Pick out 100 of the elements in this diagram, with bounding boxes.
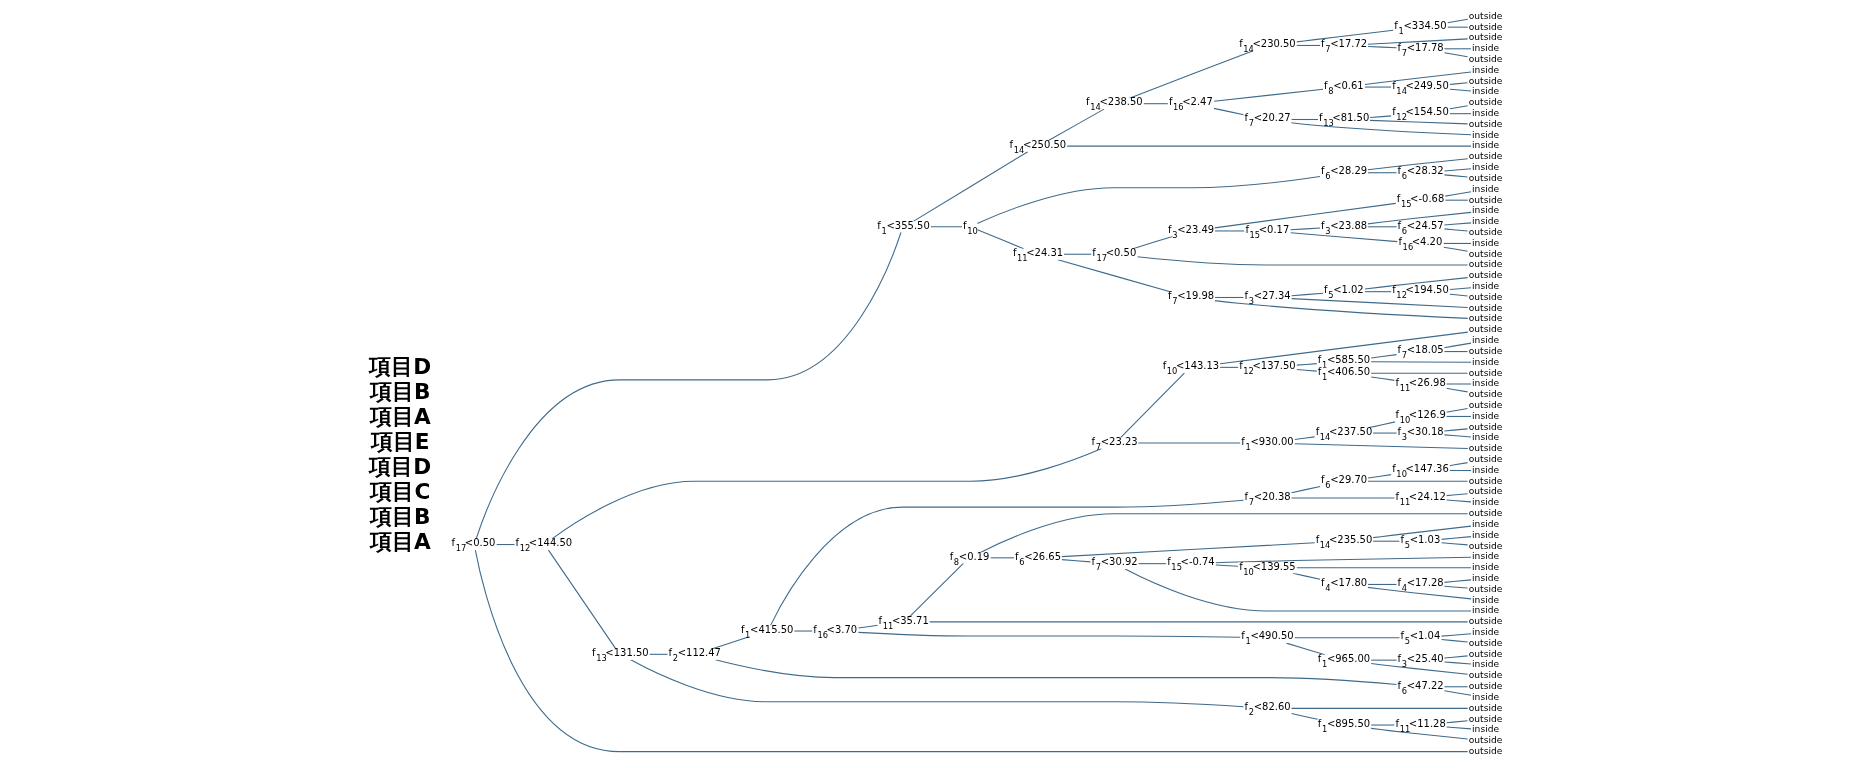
node-text: outside <box>1468 367 1503 378</box>
node-text: outside <box>1468 486 1503 497</box>
connector <box>980 513 1469 553</box>
connector <box>1443 686 1469 688</box>
connector <box>1440 633 1472 637</box>
node-text: outside <box>1468 583 1503 594</box>
connector <box>1449 287 1472 290</box>
connector <box>1443 228 1469 232</box>
connector <box>1219 366 1239 368</box>
connector <box>1443 222 1472 226</box>
connector <box>1294 637 1401 639</box>
connector <box>1445 387 1469 393</box>
connector <box>1368 421 1396 429</box>
connector <box>1443 342 1472 349</box>
node-text: outside <box>1468 399 1503 410</box>
connector <box>1449 88 1472 92</box>
connector <box>1443 579 1472 583</box>
connector <box>1449 469 1472 472</box>
node-text: inside <box>1472 335 1500 346</box>
connector <box>912 151 1029 222</box>
node-text: outside <box>1468 21 1503 32</box>
connector <box>1367 586 1472 600</box>
node-text: inside <box>1472 205 1500 216</box>
connector <box>1443 168 1472 172</box>
connector <box>1370 727 1469 740</box>
connector <box>1296 363 1318 366</box>
node-text: outside <box>1468 324 1503 335</box>
node-text: outside <box>1468 454 1503 465</box>
connector <box>1367 38 1469 45</box>
label: 項目D <box>369 354 432 380</box>
node-text: outside <box>1468 270 1503 281</box>
connector <box>1443 48 1472 50</box>
connector <box>711 635 751 650</box>
connector <box>1445 415 1472 417</box>
node-text: outside <box>1468 475 1503 486</box>
node-text: outside <box>1468 681 1503 692</box>
node-text: outside <box>1468 151 1503 162</box>
connector <box>976 175 1321 225</box>
connector <box>1128 50 1254 99</box>
node-text: outside <box>1468 248 1503 259</box>
connector <box>1296 29 1394 43</box>
connector <box>1443 52 1469 58</box>
connector <box>1370 663 1469 675</box>
connector <box>1370 659 1398 661</box>
connector <box>1132 235 1173 250</box>
connector <box>1057 259 1172 293</box>
connector <box>1440 542 1469 546</box>
node-text: outside <box>1468 32 1503 43</box>
connector <box>1294 436 1316 441</box>
connector <box>1370 372 1469 374</box>
node-text: outside <box>1468 713 1503 724</box>
connector <box>1443 428 1469 432</box>
connector <box>1214 300 1469 319</box>
node-text: outside <box>1468 508 1503 519</box>
connector <box>547 549 617 650</box>
node-text: inside <box>1472 162 1500 173</box>
connector <box>1214 230 1245 232</box>
connector <box>1291 118 1319 121</box>
node-text: inside <box>1472 43 1500 54</box>
node-text: inside <box>1472 183 1500 194</box>
node-text: inside <box>1472 108 1500 119</box>
connector <box>1445 499 1472 503</box>
connector <box>1370 354 1398 359</box>
node-text: inside <box>1472 86 1500 97</box>
connector <box>1292 572 1321 580</box>
connector <box>1291 485 1321 494</box>
node-text: inside <box>1472 432 1500 443</box>
connector <box>1372 525 1472 539</box>
node-text: outside <box>1468 226 1503 237</box>
connector <box>1443 242 1472 244</box>
connector <box>1443 690 1472 696</box>
connector <box>930 226 963 228</box>
connector <box>1449 113 1472 115</box>
node-text: outside <box>1468 291 1503 302</box>
connector <box>1364 71 1472 86</box>
node-text: inside <box>1472 497 1500 508</box>
connector <box>1444 199 1469 201</box>
node-text: inside <box>1472 572 1500 583</box>
connector <box>1443 174 1469 178</box>
connector <box>1372 540 1401 542</box>
connector <box>1367 226 1398 228</box>
node-text: inside <box>1472 627 1500 638</box>
node-text: outside <box>1468 302 1503 313</box>
connector <box>630 659 1245 708</box>
connector <box>649 653 669 655</box>
connector <box>1364 291 1392 293</box>
node-text: inside <box>1472 562 1500 573</box>
connector <box>1291 292 1324 297</box>
node-text: outside <box>1468 259 1503 270</box>
connector <box>1215 564 1239 567</box>
connector <box>1367 45 1398 49</box>
connector <box>1137 256 1469 266</box>
node-text: inside <box>1472 64 1500 75</box>
node-text: outside <box>1468 10 1503 21</box>
connector <box>989 557 1015 559</box>
connector <box>909 562 964 617</box>
node-text: inside <box>1472 518 1500 529</box>
connector <box>1290 298 1469 308</box>
connector <box>1367 158 1469 171</box>
connector <box>1440 536 1472 540</box>
